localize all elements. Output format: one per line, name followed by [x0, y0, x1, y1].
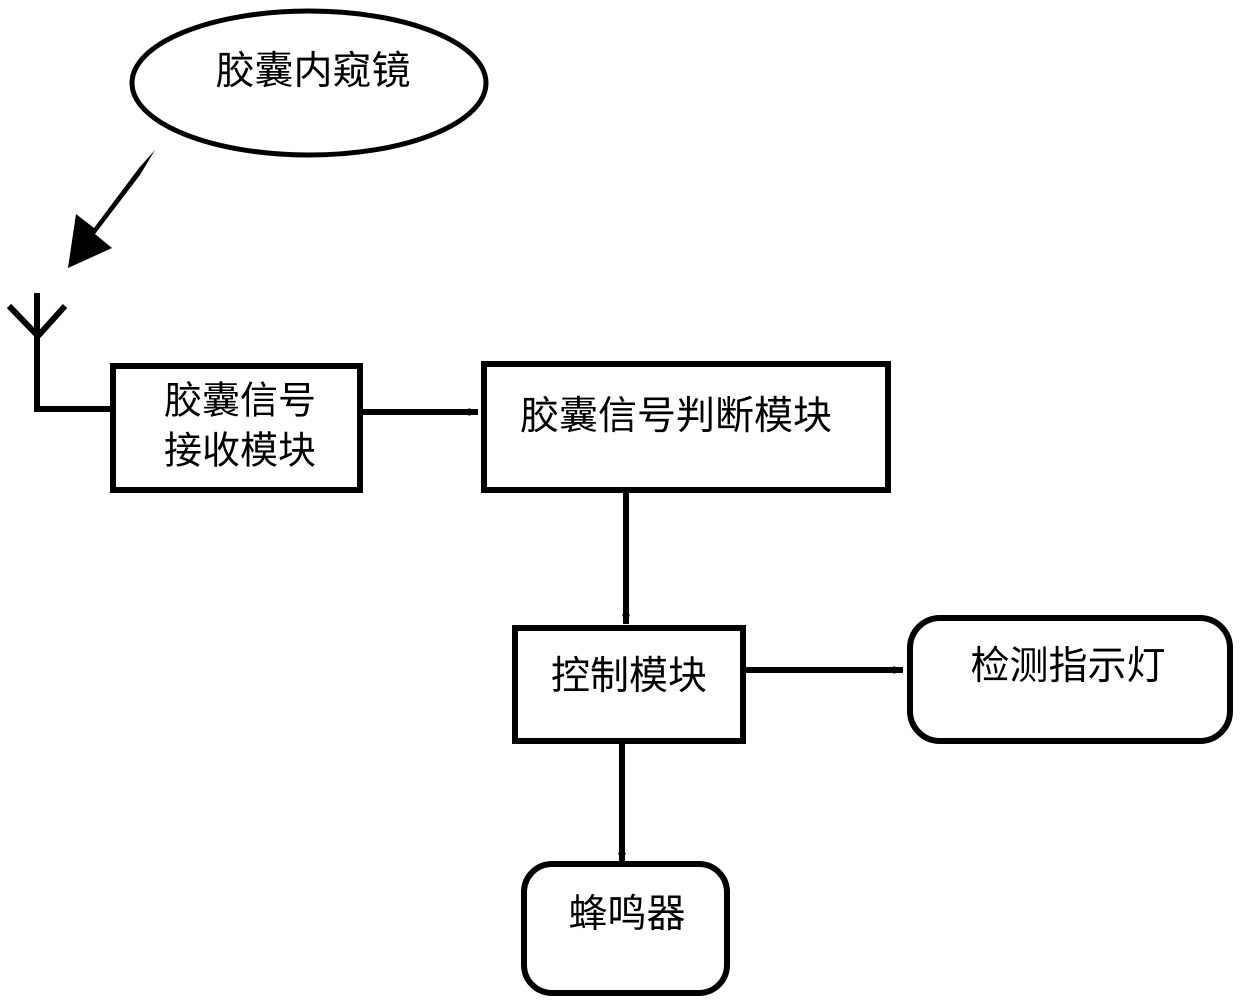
node-control-module[interactable]: 控制模块 [512, 625, 746, 744]
antenna-arm-right [35, 303, 68, 339]
thick-arrow-shape [68, 150, 155, 268]
detection-indicator-light-label: 检测指示灯 [970, 645, 1165, 688]
capsule-endoscope-label: 胶囊内窥镜 [215, 50, 410, 93]
node-capsule-endoscope[interactable]: 胶囊内窥镜 [129, 8, 489, 158]
control-module-box [512, 625, 746, 744]
capsule-endoscope-ellipse [129, 8, 489, 158]
antenna-symbol [6, 293, 68, 412]
antenna-arm-left [6, 303, 41, 339]
capsule-signal-judgment-module-label: 胶囊信号判断模块 [520, 395, 832, 438]
detection-indicator-light-box [907, 615, 1233, 744]
capsule-signal-judgment-module-box [481, 361, 891, 493]
buzzer-label: 蜂鸣器 [568, 893, 685, 936]
capsule-signal-receiving-module-label-line1: 胶囊信号 [164, 381, 316, 423]
capsule-signal-receiving-module-box [110, 363, 363, 493]
node-buzzer[interactable]: 蜂鸣器 [521, 861, 730, 996]
buzzer-box [521, 861, 730, 996]
thick-pointer-arrow [68, 150, 155, 268]
control-module-label: 控制模块 [551, 655, 707, 698]
node-capsule-signal-receiving-module[interactable]: 胶囊信号 接收模块 [110, 363, 363, 493]
node-capsule-signal-judgment-module[interactable]: 胶囊信号判断模块 [481, 361, 891, 493]
node-detection-indicator-light[interactable]: 检测指示灯 [907, 615, 1233, 744]
capsule-signal-receiving-module-label-line2: 接收模块 [164, 431, 316, 473]
